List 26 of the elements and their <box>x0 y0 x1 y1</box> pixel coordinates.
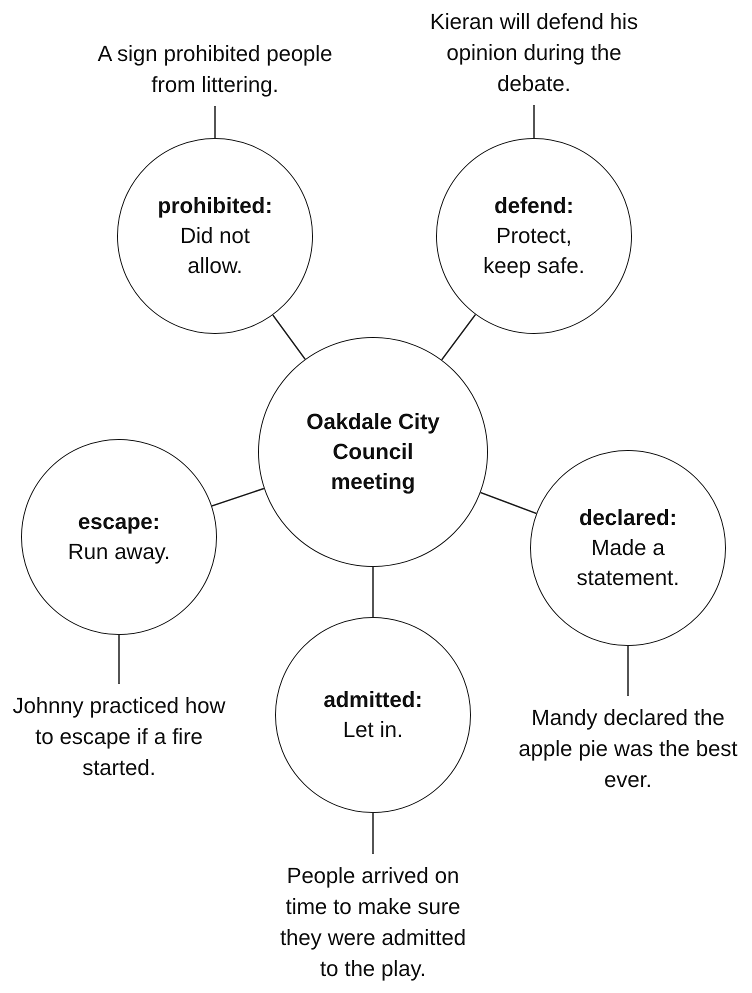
connector-line <box>533 105 535 138</box>
connector-line <box>372 567 374 617</box>
example-sentence: Mandy declared the apple pie was the best ever. <box>513 702 743 795</box>
connector-line <box>372 813 374 854</box>
definition-text: Made a statement. <box>576 534 680 592</box>
connector-line <box>272 314 306 360</box>
connector-line <box>214 106 216 138</box>
example-sentence: Kieran will defend his opinion during the debate. <box>424 6 644 99</box>
connector-line <box>441 314 476 360</box>
term-heading: prohibited: <box>158 192 272 220</box>
connector-line <box>480 492 537 514</box>
term-heading: escape: <box>78 508 160 536</box>
definition-text: Let in. <box>343 716 403 744</box>
example-sentence: Johnny practiced how to escape if a fire started. <box>12 690 226 783</box>
term-heading: declared: <box>579 504 677 532</box>
term-heading: defend: <box>494 192 574 220</box>
term-heading: admitted: <box>324 686 422 714</box>
definition-text: Did not allow. <box>179 222 251 280</box>
topic-text: Oakdale City Council meeting <box>305 408 441 496</box>
example-sentence: People arrived on time to make sure they were admitted to the play. <box>268 860 478 984</box>
example-sentence: A sign prohibited people from littering. <box>97 38 333 100</box>
connector-line <box>212 488 264 507</box>
definition-text: Protect, keep safe. <box>482 222 586 280</box>
connector-line <box>118 635 120 684</box>
connector-line <box>627 646 629 696</box>
definition-text: Run away. <box>68 538 170 566</box>
